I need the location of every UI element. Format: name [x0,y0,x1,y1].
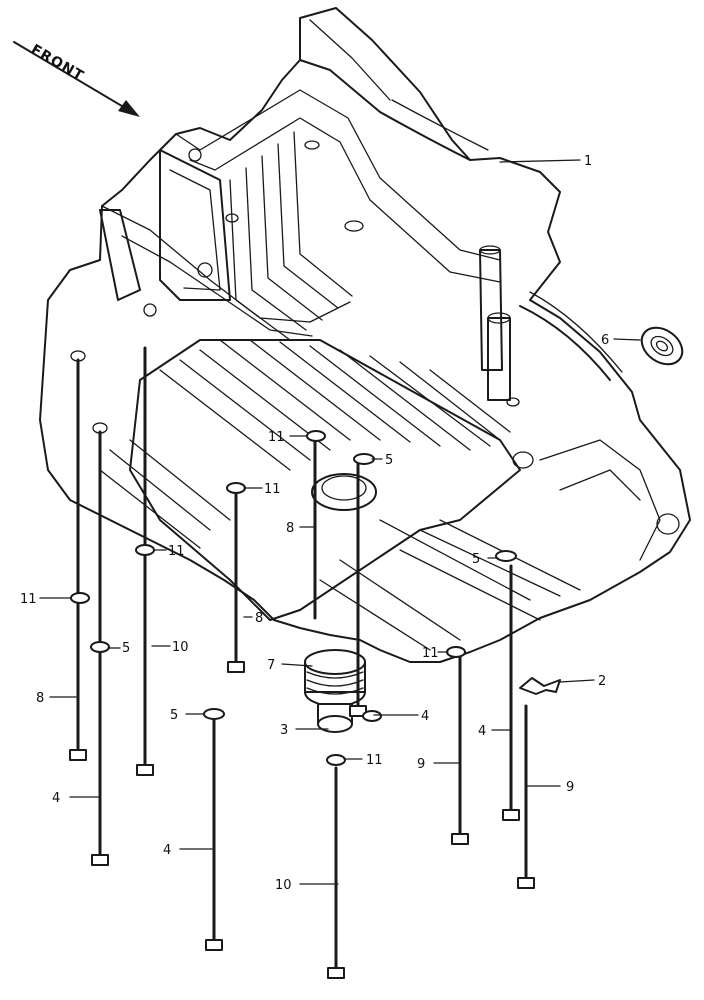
leader-lines [39,159,641,885]
callout-8-left: 8 [36,691,44,706]
oil-seal [640,326,684,366]
callout-11-right: 11 [422,646,439,661]
callout-1: 1 [584,154,592,169]
crankcase-lower-half [39,7,691,663]
front-label: FRONT [28,42,87,85]
callout-10-left: 10 [172,640,189,655]
drain-plug-assembly [304,649,366,733]
front-direction-arrow: FRONT [13,41,140,117]
callout-4-right: 4 [478,724,486,739]
callout-11-midleft: 11 [168,544,185,559]
callout-5-right: 5 [472,552,480,567]
callout-5-top: 5 [385,453,393,468]
callout-7: 7 [267,658,275,673]
clip-part [519,677,561,695]
callout-8-center: 8 [286,521,294,536]
callout-3: 3 [280,723,288,738]
callout-6: 6 [601,333,609,348]
callout-11-top: 11 [268,430,285,445]
callout-9-right: 9 [566,780,574,795]
callout-10-bottom: 10 [275,878,292,893]
callout-11-bottom: 11 [366,753,383,768]
callout-5-left: 5 [122,641,130,656]
callout-4-left: 4 [52,791,60,806]
callout-8-mid: 8 [255,611,263,626]
callout-9-mid: 9 [417,757,425,772]
callout-4-drain: 4 [421,709,429,724]
callout-numbers: 1 2 3 4 4 4 4 5 5 5 5 6 7 8 8 8 9 9 10 1… [20,154,609,893]
callout-2: 2 [598,674,606,689]
callout-5-mid: 5 [170,708,178,723]
callout-11-left: 11 [20,592,37,607]
callout-11-center: 11 [264,482,281,497]
callout-4-bottom: 4 [163,843,171,858]
